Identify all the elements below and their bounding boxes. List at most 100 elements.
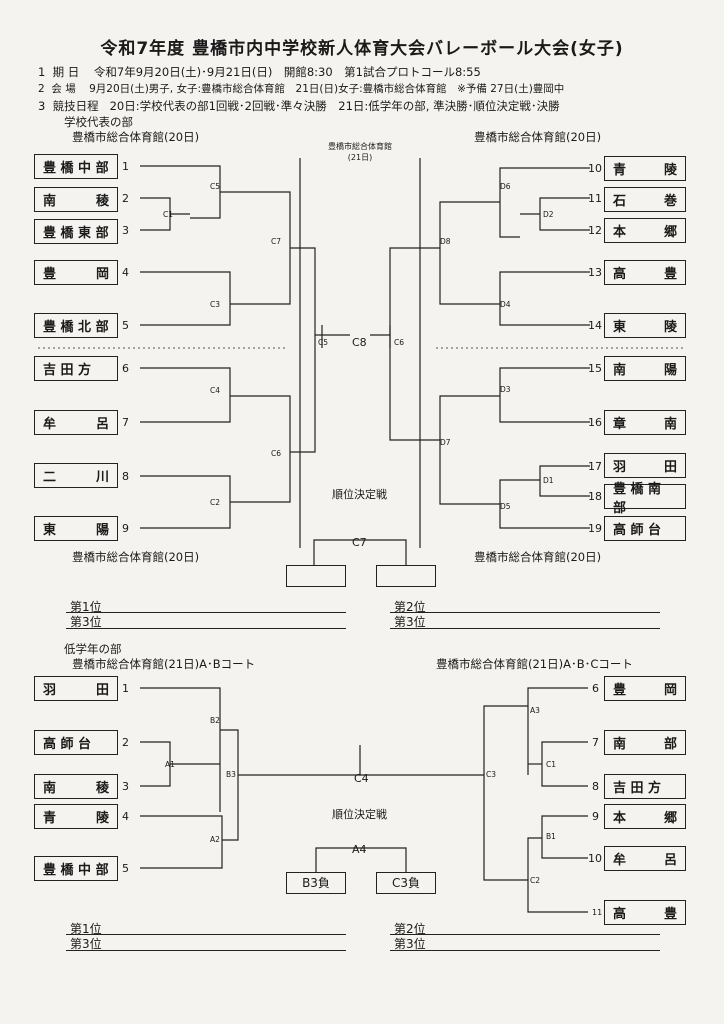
rank-1-label: 第1位 [70,600,102,614]
seed-16: 16 [588,416,602,429]
junior-heading: 低学年の部 [64,642,122,656]
match-d3: D3 [500,385,511,394]
match-d8: D8 [440,237,451,246]
match-c3: C3 [210,300,221,309]
match-c7-placement: C7 [352,536,367,549]
match-c5: C5 [210,182,221,191]
match-d7: D7 [440,438,451,447]
junior-team-box-3: 南稜 [34,774,118,799]
seed-7: 7 [122,416,129,429]
match-c6: C6 [271,449,282,458]
match-d6: D6 [500,182,511,191]
rank-3-line [66,628,346,629]
seed-9: 9 [122,522,129,535]
junior-match-a1: A1 [165,760,175,769]
junior-team-box-5: 豊 橋 中 部 [34,856,118,881]
junior-team-box-1: 羽田 [34,676,118,701]
team-box-8: 二川 [34,463,118,488]
junior-match-c3: C3 [486,770,497,779]
seed-6: 6 [122,362,129,375]
match-c6-center: C6 [394,338,405,347]
venue-left: 豊橋市総合体育館(20日) [72,130,200,144]
match-d4: D4 [500,300,511,309]
seed-10: 10 [588,162,602,175]
junior-match-c1: C1 [546,760,557,769]
junior-team-box-4: 青陵 [34,804,118,829]
seed-11: 11 [588,192,602,205]
seed-18: 18 [588,490,602,503]
junior-seed-6: 6 [592,682,599,695]
seed-13: 13 [588,266,602,279]
rank-3b-label: 第3位 [394,615,426,629]
junior-seed-1: 1 [122,682,129,695]
team-box-6: 吉 田 方 [34,356,118,381]
junior-match-b2: B2 [210,716,220,725]
junior-rank-2-label: 第2位 [394,922,426,936]
junior-team-box-2: 高 師 台 [34,730,118,755]
junior-rank-1-label: 第1位 [70,922,102,936]
page-title: 令和7年度 豊橋市内中学校新人体育大会バレーボール大会(女子) [100,39,624,59]
team-box-17: 羽田 [604,453,686,478]
info-line-schedule: 3 競技日程 20日:学校代表の部1回戦･2回戦･準々決勝 21日:低学年の部,… [38,99,560,113]
junior-seed-3: 3 [122,780,129,793]
junior-team-box-7: 南部 [604,730,686,755]
rank-3b-line [390,628,660,629]
junior-team-box-8: 吉 田 方 [604,774,686,799]
junior-match-b1: B1 [546,832,556,841]
seed-3: 3 [122,224,129,237]
match-c8: C8 [352,336,367,349]
match-c7: C7 [271,237,282,246]
rank-1-line [66,612,346,613]
junior-team-box-10: 牟呂 [604,846,686,871]
junior-match-a2: A2 [210,835,220,844]
junior-match-c4: C4 [354,772,369,785]
team-box-16: 章南 [604,410,686,435]
junior-seed-5: 5 [122,862,129,875]
junior-team-box-6: 豊岡 [604,676,686,701]
junior-rank-3b-label: 第3位 [394,937,426,951]
junior-match-a3: A3 [530,706,540,715]
seed-15: 15 [588,362,602,375]
team-box-15: 南陽 [604,356,686,381]
team-box-10: 青陵 [604,156,686,181]
seed-1: 1 [122,160,129,173]
team-box-3: 豊 橋 東 部 [34,219,118,244]
venue-right: 豊橋市総合体育館(20日) [474,130,602,144]
team-box-19: 高 師 台 [604,516,686,541]
team-box-18: 豊 橋 南 部 [604,482,686,516]
junior-match-a4: A4 [352,843,367,856]
junior-seed-11: 11 [592,908,603,917]
seed-4: 4 [122,266,129,279]
rank-2-label: 第2位 [394,600,426,614]
team-box-1: 豊 橋 中 部 [34,154,118,179]
junior-placement-heading: 順位決定戦 [332,808,387,821]
junior-rank-3-label: 第3位 [70,937,102,951]
match-c5-center: C5 [318,338,329,347]
team-box-4: 豊岡 [34,260,118,285]
match-c1: C1 [163,210,174,219]
junior-venue-right: 豊橋市総合体育館(21日)A･B･Cコート [436,657,633,671]
junior-seed-7: 7 [592,736,599,749]
junior-rank-1-line [66,934,346,935]
rank-3-label: 第3位 [70,615,102,629]
team-box-5: 豊 橋 北 部 [34,313,118,338]
rank-2-line [390,612,660,613]
team-box-12: 本郷 [604,218,686,243]
team-box-2: 南稜 [34,187,118,212]
match-c4: C4 [210,386,221,395]
junior-rank-3b-line [390,950,660,951]
seed-14: 14 [588,319,602,332]
junior-rank-3-line [66,950,346,951]
junior-seed-2: 2 [122,736,129,749]
team-box-11: 石巻 [604,187,686,212]
junior-rank-2-line [390,934,660,935]
junior-match-b3: B3 [226,770,236,779]
match-c2: C2 [210,498,221,507]
junior-match-c2: C2 [530,876,541,885]
placement-box-right [376,565,436,587]
seed-2: 2 [122,192,129,205]
seed-19: 19 [588,522,602,535]
junior-seed-8: 8 [592,780,599,793]
junior-seed-10: 10 [588,852,602,865]
